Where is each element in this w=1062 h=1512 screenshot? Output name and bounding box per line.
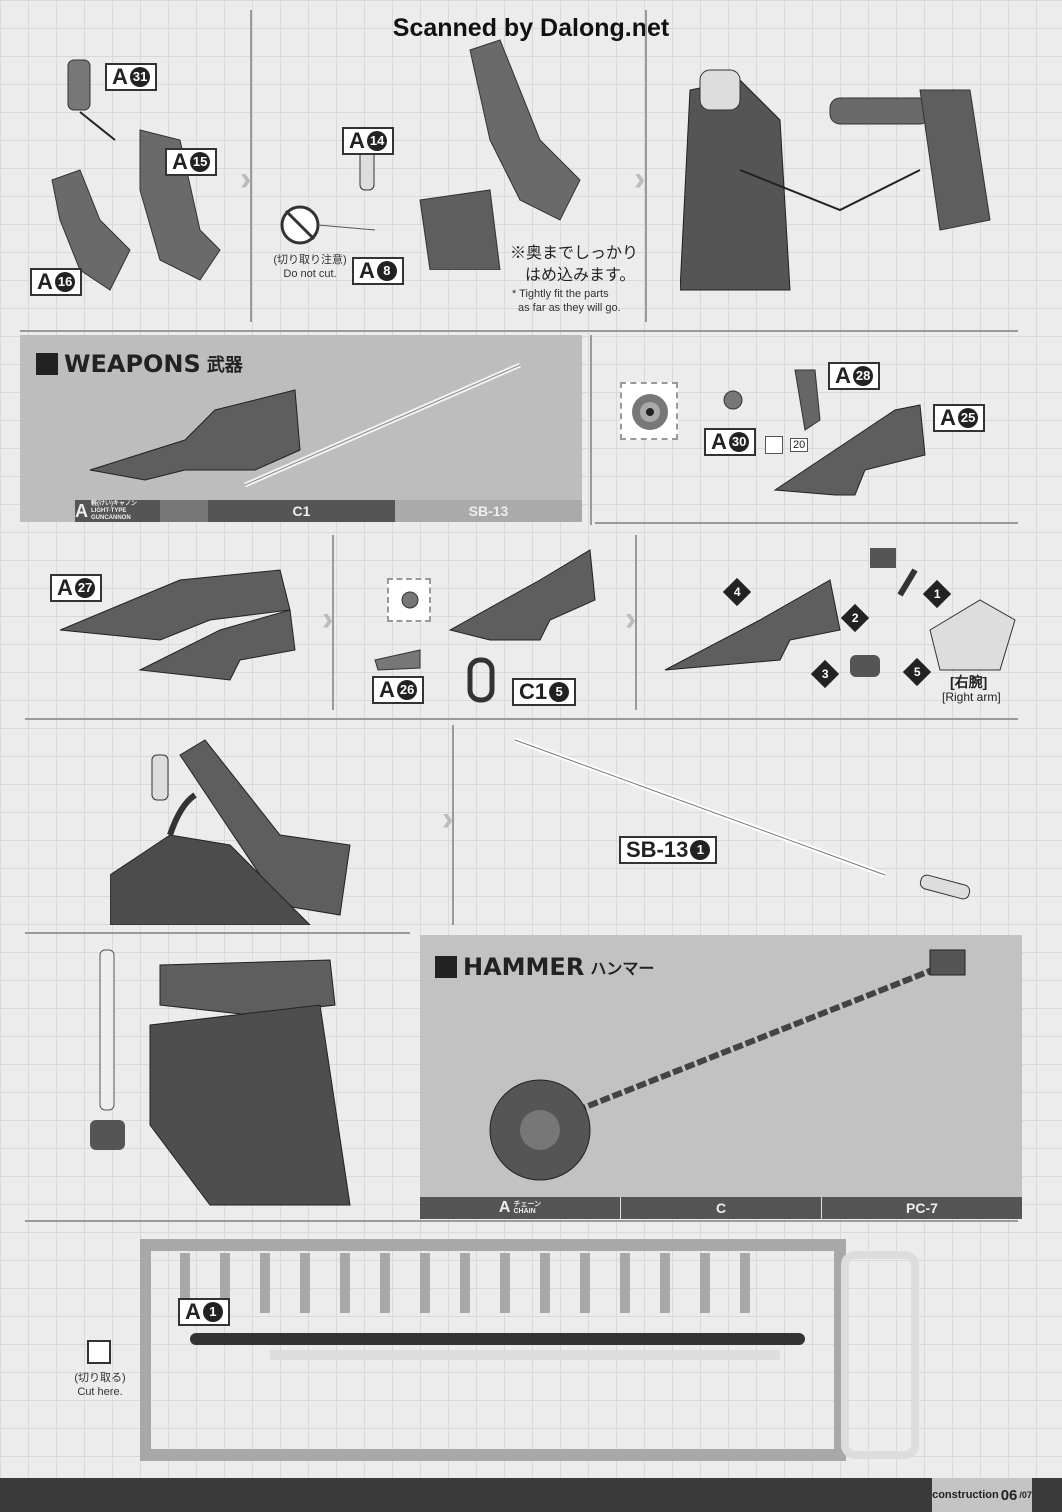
shoulder-cannon-illustration [280,39,581,270]
detail-inset [620,382,678,440]
divider [25,1220,1018,1222]
weapons-title-en: WEAPONS [64,350,201,378]
runner-spacer [160,500,208,522]
divider [25,932,410,934]
body-assembly-illustration [680,69,991,291]
rifle-assembly-illustration [60,569,296,681]
runner-c: C [620,1197,821,1219]
fit-note-en: * Tightly fit the parts [512,288,609,300]
divider [332,535,334,710]
runner-jp: チェーン [513,1201,542,1208]
sticker-icon [765,436,783,454]
step-arrow-icon: › [240,160,252,198]
runner-a: A チェーン CHAIN [420,1197,620,1219]
cannon-parts-illustration [51,59,221,291]
weapons-runner-bar: A 軽(けい)キャノン LIGHT-TYPE GUNCANNON C1 SB-1… [75,500,582,522]
hammer-title-en: HAMMER [463,953,585,981]
fit-note-en: as far as they will go. [518,302,621,314]
weapons-title: WEAPONS 武器 [36,350,243,378]
runner-sprue-illustration [140,1239,919,1461]
divider [595,522,1018,524]
runner-a: A 軽(けい)キャノン LIGHT-TYPE GUNCANNON [75,500,160,522]
weapons-panel [20,335,582,522]
weapons-illustration [89,362,521,488]
divider [250,10,252,322]
hammer-runner-bar: A チェーン CHAIN C PC-7 [420,1197,1022,1219]
runner-jp: 軽(けい)キャノン [91,500,137,507]
runner-c1: C1 [208,500,395,522]
divider [452,725,454,925]
rifle-scope-illustration [723,369,926,496]
step-arrow-icon: › [442,800,454,838]
hammer-illustration [489,949,966,1181]
fit-note-jp: ※奥までしっかり [510,245,639,262]
watermark: Scanned by Dalong.net [392,14,670,42]
divider [25,718,1018,720]
runner-en: CHAIN [513,1208,536,1215]
footer-page: 06 [1000,1486,1018,1504]
runner-sb13: SB-13 [395,500,582,522]
fit-note-jp: はめ込みます。 [525,267,636,284]
right-arm-attach-illustration [664,548,1016,677]
cut-here-jp: (切り取る) [74,1372,126,1384]
do-not-cut-en: Do not cut. [283,268,337,280]
divider [645,10,647,322]
runner-en: LIGHT-TYPE GUNCANNON [91,507,131,521]
right-arm-jp: [右腕] [950,674,988,690]
hammer-held-illustration [90,949,351,1206]
hammer-title: HAMMER ハンマー [435,953,654,981]
footer-section: construction [932,1489,999,1501]
rifle-grip-illustration [374,549,596,703]
sticker-number: 20 [790,438,809,452]
antenna-rod-illustration [514,737,971,900]
page-number: construction 06/07 [932,1478,1032,1512]
hammer-title-jp: ハンマー [590,959,655,978]
runner-pc7: PC-7 [821,1197,1022,1219]
weapons-title-jp: 武器 [206,355,243,376]
divider [635,535,637,710]
peg-detail-icon [632,394,668,430]
cut-here-icon [87,1340,111,1364]
runner-letter: A [498,1199,511,1216]
cut-here-en: Cut here. [77,1386,123,1398]
title-square-icon [435,956,457,978]
footer-total: /07 [1019,1490,1032,1500]
divider [20,330,1018,332]
step-arrow-icon: › [634,160,646,198]
step-arrow-icon: › [322,600,334,638]
step-arrow-icon: › [625,600,637,638]
footer-bar [0,1478,1062,1512]
do-not-cut-jp: (切り取り注意) [273,254,347,266]
runner-letter: A [75,500,88,521]
title-square-icon [36,353,58,375]
right-arm-en: [Right arm] [942,690,1001,704]
divider [590,335,592,525]
cannon-mounted-illustration [110,739,351,925]
